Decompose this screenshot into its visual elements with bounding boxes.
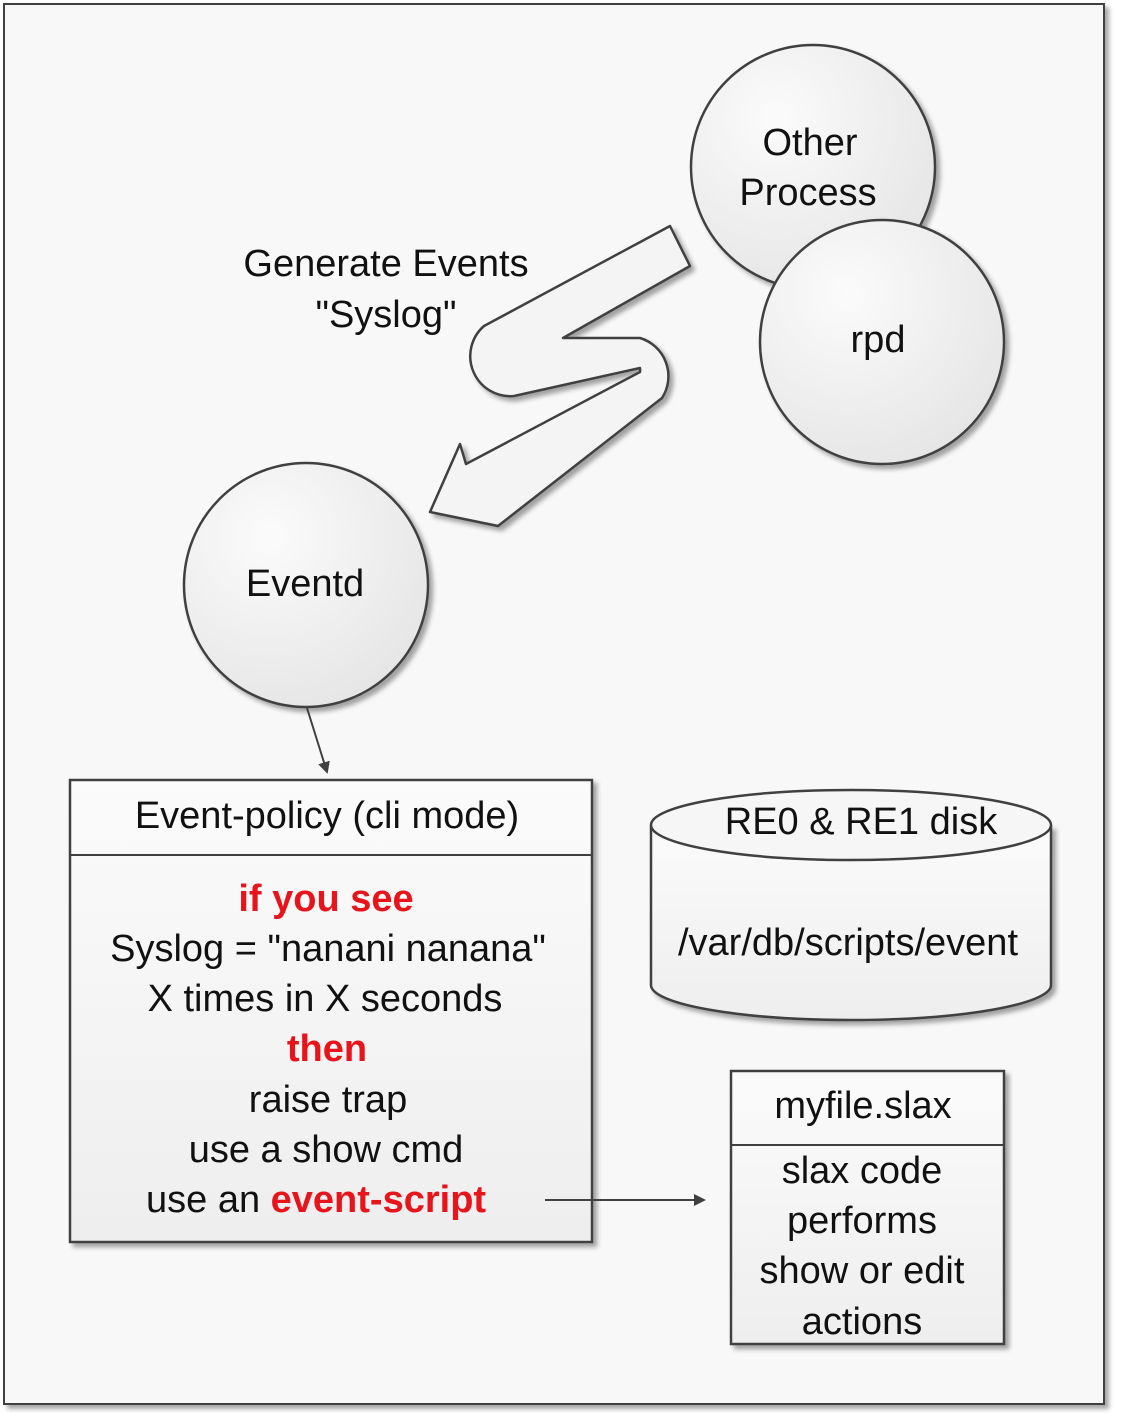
disk-cylinder: RE0 & RE1 disk /var/db/scripts/event bbox=[649, 788, 1053, 1022]
disk-title: RE0 & RE1 disk bbox=[725, 801, 998, 843]
event-policy-last-prefix: use an bbox=[146, 1179, 271, 1221]
rpd-node: rpd bbox=[758, 218, 1006, 466]
slax-line: actions bbox=[802, 1301, 922, 1343]
event-policy-box: Event-policy (cli mode) if you see Syslo… bbox=[68, 778, 594, 1244]
slax-line: slax code bbox=[782, 1150, 943, 1192]
slax-line: performs bbox=[787, 1200, 937, 1242]
eventd-node: Eventd bbox=[182, 461, 430, 709]
slax-title: myfile.slax bbox=[774, 1085, 951, 1127]
event-policy-last-line: use an event-script bbox=[146, 1179, 486, 1221]
slax-line: show or edit bbox=[760, 1250, 965, 1292]
flow-label-line2: "Syslog" bbox=[315, 294, 456, 336]
generate-events-arrow bbox=[428, 224, 692, 528]
event-script-label: event-script bbox=[271, 1179, 487, 1221]
other-process-label-line1: Other bbox=[762, 122, 857, 164]
other-process-label-line2: Process bbox=[739, 172, 876, 214]
event-policy-line: Syslog = "nanani nanana" bbox=[110, 928, 546, 970]
rpd-label: rpd bbox=[851, 319, 906, 361]
event-policy-title: Event-policy (cli mode) bbox=[135, 795, 519, 837]
eventd-label: Eventd bbox=[246, 563, 364, 605]
event-policy-line: if you see bbox=[238, 878, 413, 920]
eventd-to-policy-connector bbox=[306, 707, 330, 774]
event-policy-line: then bbox=[287, 1028, 367, 1070]
disk-path: /var/db/scripts/event bbox=[678, 922, 1018, 964]
slax-file-box: myfile.slax slax code performs show or e… bbox=[729, 1069, 1006, 1346]
event-policy-line: X times in X seconds bbox=[148, 978, 503, 1020]
flow-label-line1: Generate Events bbox=[243, 243, 528, 285]
event-policy-line: use a show cmd bbox=[189, 1129, 464, 1171]
event-policy-line: raise trap bbox=[249, 1079, 407, 1121]
